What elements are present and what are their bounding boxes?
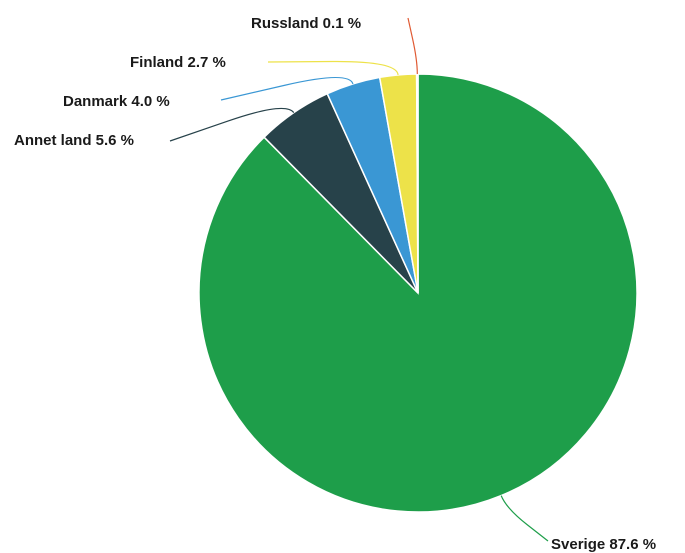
label-russland: Russland 0.1 % — [251, 15, 361, 32]
connector-annet-land — [169, 107, 295, 142]
label-sverige: Sverige 87.6 % — [551, 536, 656, 553]
connector-sverige — [500, 495, 549, 542]
connector-russland — [407, 17, 418, 75]
label-danmark: Danmark 4.0 % — [63, 93, 170, 110]
label-connectors — [169, 17, 549, 542]
label-annet-land: Annet land 5.6 % — [14, 132, 134, 149]
label-finland: Finland 2.7 % — [130, 54, 226, 71]
connector-danmark — [220, 76, 354, 101]
connector-finland — [267, 60, 399, 76]
pie-slices — [198, 73, 638, 513]
slice-labels: Sverige 87.6 % Annet land 5.6 % Danmark … — [14, 15, 656, 553]
